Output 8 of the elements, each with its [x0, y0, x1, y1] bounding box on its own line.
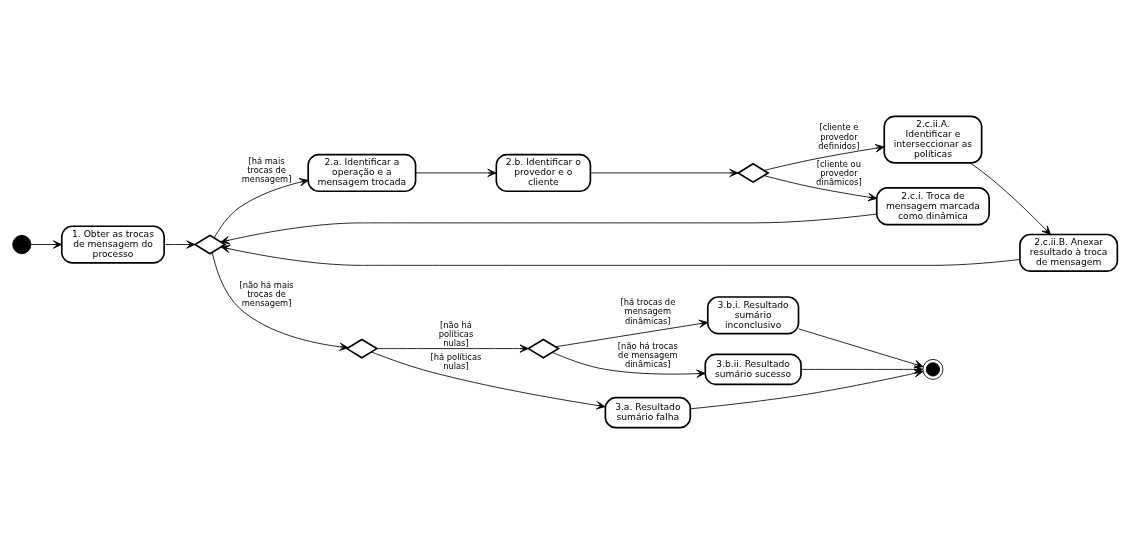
edge-label: [há mais trocas de mensagem] — [241, 155, 292, 185]
edge-label: [não há mais trocas de mensagem] — [239, 279, 294, 309]
edge-label: [cliente e provedor definidos] — [818, 122, 860, 151]
edge-label: [há políticas nulas] — [430, 352, 482, 372]
edge-label: [não há políticas nulas] — [438, 319, 474, 349]
edge-label: [há trocas de mensagem dinâmicas] — [620, 297, 676, 326]
edge-label: [cliente ou provedor dinâmicos] — [816, 159, 862, 188]
edge-label: [não há trocas de mensagem dinâmicas] — [617, 340, 678, 369]
